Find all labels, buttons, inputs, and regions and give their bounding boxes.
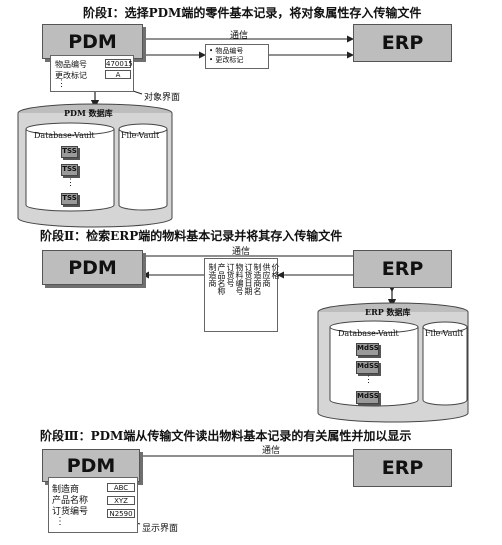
stage3-erp-box[interactable]: ERP — [353, 449, 452, 487]
stage2-vault-right: File-Vault — [425, 329, 464, 338]
stage2-title: 阶段Ⅱ：检索ERP端的物料基本记录并将其存入传输文件 — [40, 229, 343, 243]
stage1-record[interactable]: TSS — [61, 164, 78, 176]
stage1-field-label: 物品编号 — [55, 60, 87, 69]
stage3-field-label: 制造商 — [52, 485, 80, 495]
stage2-pdm-box[interactable]: PDM — [42, 250, 143, 285]
stage2-erp-label: ERP — [381, 258, 424, 280]
stage3-field-value[interactable]: N2590 — [107, 509, 135, 518]
stage1-field-value[interactable]: A — [105, 70, 131, 79]
stage3-display-form: 制造商 ABC 产品名称 XYZ 订货编号 N2590 ⋮ — [48, 477, 138, 533]
stage2-pdm-label: PDM — [68, 256, 117, 279]
stage1-erp-box[interactable]: ERP — [353, 24, 452, 62]
stage3-field-label: 产品名称 — [52, 496, 89, 506]
stage2-record[interactable]: MdSS — [356, 391, 379, 404]
stage1-object-ui-label: 对象界面 — [144, 93, 181, 103]
file-line: • 物品编号 — [209, 47, 244, 55]
stage1-record[interactable]: TSS — [61, 193, 78, 205]
file-line: 订货号 — [226, 263, 235, 287]
stage1-object-form: 物品编号 470015 更改标记 A ⋮ — [50, 55, 134, 92]
stage1-vault-right: File-Vault — [121, 131, 160, 140]
file-line: • 更改标记 — [209, 56, 244, 64]
stage3-form-ellipsis: ⋮ — [55, 516, 65, 527]
file-line: 制造商 — [208, 263, 217, 287]
file-line: 物料编号 — [235, 263, 244, 295]
file-line: 价格 — [271, 263, 280, 279]
stage3-field-value[interactable]: ABC — [107, 483, 135, 492]
stage1-transfer-file: • 物品编号 • 更改标记 — [205, 44, 269, 69]
stage1-pdm-label: PDM — [68, 30, 117, 53]
stage1-field-value[interactable]: 470015 — [105, 59, 133, 68]
stage2-erp-box[interactable]: ERP — [353, 250, 452, 288]
stage1-form-ellipsis: ⋮ — [57, 79, 66, 89]
stage2-transfer-file: 制造商 产品名称 订货号 物料编号 订货日期 制造商名 供应商 价格 — [204, 258, 280, 332]
stage2-db-title: ERP 数据库 — [365, 307, 411, 317]
file-line: 产品名称 — [217, 263, 226, 295]
stage1-comm-label: 通信 — [230, 31, 249, 41]
stage2-vault-left: Database-Vault — [338, 329, 399, 338]
stage3-title: 阶段Ⅲ：PDM端从传输文件读出物料基本记录的有关属性并加以显示 — [40, 429, 412, 443]
stage1-db-title: PDM 数据库 — [64, 108, 113, 118]
stage1-title: 阶段Ⅰ：选择PDM端的零件基本记录，将对象属性存入传输文件 — [83, 6, 422, 20]
stage1-field-label: 更改标记 — [55, 71, 87, 80]
stage1-record[interactable]: TSS — [61, 146, 78, 158]
stage2-record[interactable]: MdSS — [356, 343, 379, 356]
stage3-comm-label: 通信 — [262, 446, 281, 456]
stage3-field-value[interactable]: XYZ — [107, 496, 135, 505]
stage1-vault-left: Database-Vault — [34, 131, 95, 140]
stage3-pdm-box[interactable]: PDM — [42, 449, 140, 482]
stage1-erp-label: ERP — [381, 32, 424, 54]
file-line: 制造商名 — [253, 263, 262, 295]
stage1-pdm-box[interactable]: PDM — [42, 24, 143, 59]
stage2-record[interactable]: MdSS — [356, 361, 379, 374]
stage2-record-ellipsis: ⋮ — [364, 375, 373, 385]
stage1-record-ellipsis: ⋮ — [66, 178, 75, 188]
stage3-display-ui-label: 显示界面 — [142, 524, 179, 534]
file-line: 供应商 — [262, 263, 271, 287]
stage2-comm-label: 通信 — [232, 247, 251, 257]
stage3-erp-label: ERP — [381, 457, 424, 479]
file-line: 订货日期 — [244, 263, 253, 295]
stage3-pdm-label: PDM — [66, 454, 116, 477]
stage3-field-label: 订货编号 — [52, 507, 89, 517]
